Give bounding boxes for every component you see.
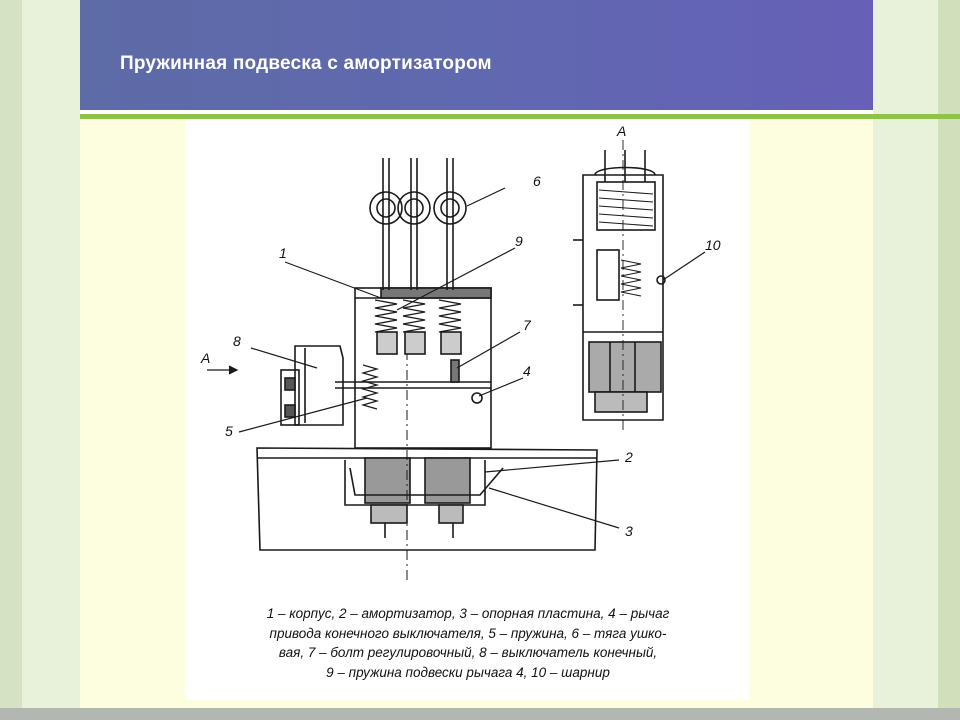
view-a-shock-absorber bbox=[588, 341, 662, 393]
foundation bbox=[256, 447, 598, 551]
suspension-drawing-svg: А А 1 2 3 4 5 6 7 8 9 10 bbox=[200, 123, 721, 580]
label-8: 8 bbox=[233, 333, 241, 349]
label-5: 5 bbox=[225, 423, 233, 439]
label-view-a-left: А bbox=[200, 350, 210, 366]
shock-absorber-left bbox=[364, 457, 411, 504]
label-10: 10 bbox=[705, 237, 721, 253]
caption-line-4: 9 – пружина подвески рычага 4, 10 – шарн… bbox=[326, 664, 610, 680]
title-header bbox=[80, 0, 873, 110]
eye-rods bbox=[369, 158, 467, 290]
label-7: 7 bbox=[523, 317, 532, 333]
bottom-bar bbox=[0, 708, 960, 720]
left-strip-outer bbox=[0, 0, 22, 720]
housing-top-plate bbox=[380, 287, 492, 299]
view-a bbox=[573, 140, 666, 430]
label-1: 1 bbox=[279, 245, 287, 261]
technical-drawing: А А 1 2 3 4 5 6 7 8 9 10 bbox=[185, 120, 749, 700]
shock-absorber-right bbox=[424, 457, 471, 504]
caption-line-3: вая, 7 – болт регулировочный, 8 – выключ… bbox=[278, 645, 658, 660]
accent-line bbox=[80, 114, 960, 119]
leader-lines bbox=[207, 187, 706, 529]
caption-line-2: привода конечного выключателя, 5 – пружи… bbox=[269, 625, 667, 641]
figure-caption: 1 – корпус, 2 – амортизатор, 3 – опорная… bbox=[188, 604, 748, 682]
label-6: 6 bbox=[533, 173, 541, 189]
label-view-a-right: А bbox=[616, 123, 626, 139]
left-strip-inner bbox=[22, 0, 80, 720]
right-strip-inner bbox=[873, 0, 938, 720]
label-3: 3 bbox=[625, 523, 633, 539]
spring-5 bbox=[360, 364, 380, 410]
adjusting-bolt bbox=[450, 359, 460, 383]
support-plate bbox=[349, 467, 504, 496]
suspension-springs bbox=[374, 299, 462, 333]
slide-title: Пружинная подвеска с амортизатором bbox=[120, 53, 492, 74]
label-2: 2 bbox=[624, 449, 633, 465]
limit-switch-box bbox=[294, 345, 344, 426]
right-strip-outer bbox=[938, 0, 960, 720]
label-4: 4 bbox=[523, 363, 531, 379]
caption-line-1: 1 – корпус, 2 – амортизатор, 3 – опорная… bbox=[266, 606, 670, 621]
label-9: 9 bbox=[515, 233, 523, 249]
